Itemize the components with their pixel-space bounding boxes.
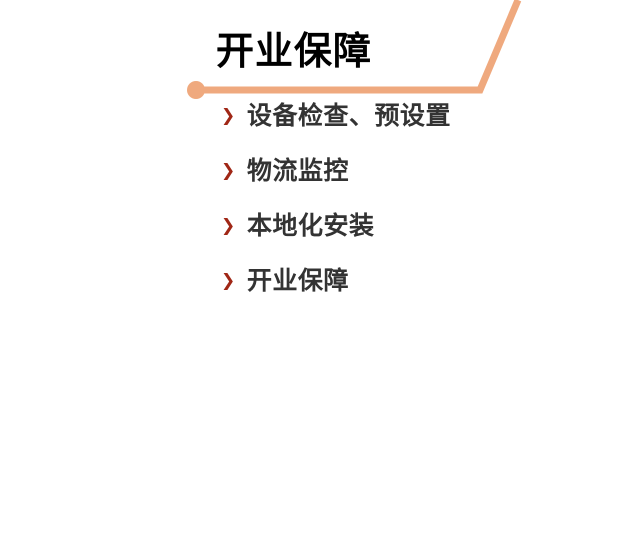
accent-circle-icon [187,81,205,99]
list-item: ❯ 设备检查、预设置 [221,101,611,156]
list-item-label: 设备检查、预设置 [247,101,452,130]
arrow-right-icon: ❯ [221,271,236,291]
list-item: ❯ 开业保障 [221,266,611,321]
page-title: 开业保障 [216,29,373,73]
list-item-label: 开业保障 [247,266,350,295]
list-item: ❯ 物流监控 [221,156,611,211]
arrow-right-icon: ❯ [221,216,236,236]
bullet-list: ❯ 设备检查、预设置 ❯ 物流监控 ❯ 本地化安装 ❯ 开业保障 [221,101,611,321]
list-item: ❯ 本地化安装 [221,211,611,266]
list-item-label: 本地化安装 [247,211,375,240]
list-item-label: 物流监控 [247,156,350,185]
arrow-right-icon: ❯ [221,106,236,126]
arrow-right-icon: ❯ [221,161,236,181]
